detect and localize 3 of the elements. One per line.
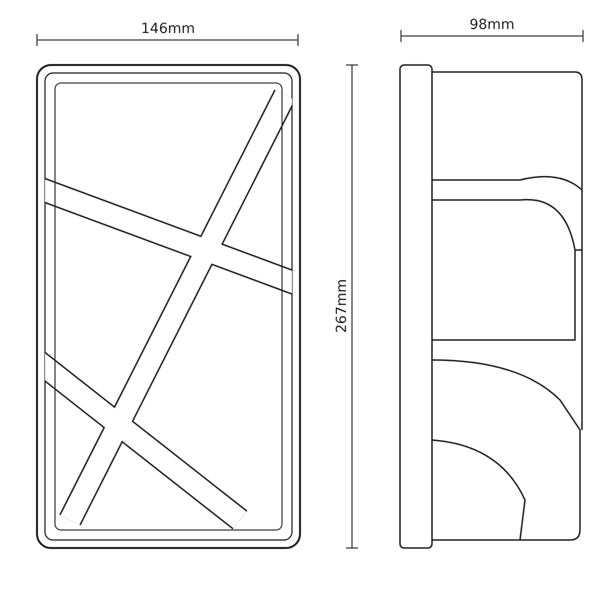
dimension-label: 267mm bbox=[334, 279, 350, 333]
dimension-label: 146mm bbox=[141, 21, 195, 37]
dimension-label: 98mm bbox=[469, 17, 515, 33]
